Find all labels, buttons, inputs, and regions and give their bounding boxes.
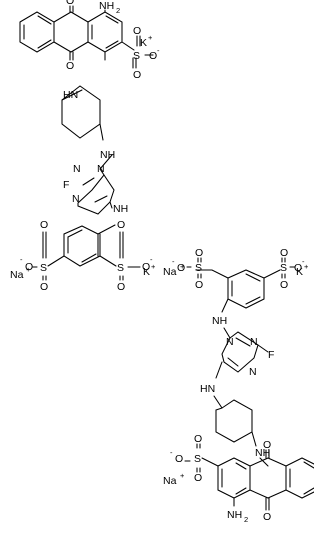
counterion-potassium: K: [143, 266, 150, 278]
atom-label-oxygen: O: [195, 247, 203, 259]
atom-label-sulfur: S: [194, 453, 201, 465]
counterion-sodium: Na: [10, 269, 24, 281]
atom-label-nitrogen: N: [226, 336, 234, 348]
upper-triazine: [77, 154, 115, 215]
atom-label-nh: NH: [255, 447, 270, 459]
lower-anthraquinone: [184, 443, 314, 511]
atom-label-nh: NH: [212, 315, 227, 327]
atom-label-oxygen: O: [280, 247, 288, 259]
atom-label-fluorine: F: [63, 179, 69, 191]
atom-label-oxide: O: [175, 453, 183, 465]
atom-label-oxygen: O: [263, 439, 271, 451]
atom-label-nitrogen: N: [249, 366, 257, 378]
lower-triazine: [215, 327, 269, 379]
charge-plus: +: [180, 471, 185, 480]
atom-label-oxygen: O: [133, 25, 141, 37]
atom-label-oxygen: O: [66, 60, 74, 72]
charge-minus: -: [157, 46, 160, 55]
charge-minus: -: [172, 257, 175, 266]
atom-labels-lower: K + O S O O - O S O O - NH N N N F HN NH…: [163, 247, 309, 524]
atom-label-oxygen: O: [40, 281, 48, 293]
atom-label-oxygen: O: [280, 279, 288, 291]
atom-label-nitrogen: N: [97, 163, 105, 175]
charge-plus: +: [180, 262, 185, 271]
atom-label-oxygen: O: [117, 219, 125, 231]
atom-label-oxygen: O: [117, 281, 125, 293]
atom-label-oxygen: O: [263, 511, 271, 523]
charge-plus: +: [151, 262, 156, 271]
upper-anthraquinone: [19, 5, 154, 69]
atom-label-oxygen: O: [194, 433, 202, 445]
atom-label-oxygen: O: [40, 219, 48, 231]
atom-label-sulfur: S: [40, 262, 47, 274]
upper-benzenedisulfonate: [32, 224, 141, 281]
charge-minus: -: [150, 255, 153, 264]
atom-label-oxygen: O: [195, 279, 203, 291]
atom-label-oxide: O: [149, 50, 157, 62]
atom-labels-upper: O O NH 2 O S O O - K + HN NH N N N F NH …: [10, 0, 185, 293]
atom-label-nh: NH: [113, 203, 128, 215]
atom-label-nitrogen: N: [72, 193, 80, 205]
atom-label-oxygen: O: [66, 0, 74, 7]
atom-label-nitrogen: N: [73, 163, 81, 175]
upper-cyclohexane-linker: [61, 85, 104, 141]
atom-label-oxide: O: [177, 262, 185, 274]
counterion-potassium: K: [140, 37, 147, 49]
charge-minus: -: [20, 255, 23, 264]
atom-label-oxide: O: [294, 262, 302, 274]
atom-label-hn: HN: [63, 89, 78, 101]
counterion-sodium: Na: [163, 266, 177, 278]
atom-label-nh: NH: [100, 149, 115, 161]
counterion-sodium: Na: [163, 475, 177, 487]
atom-label-sulfur: S: [117, 262, 124, 274]
atom-label-oxygen: O: [194, 472, 202, 484]
atom-label-oxygen: O: [133, 69, 141, 81]
charge-plus: +: [26, 265, 31, 274]
charge-plus: +: [148, 33, 153, 42]
atom-label-amino-subscript: 2: [244, 515, 248, 524]
counterion-potassium: K: [296, 266, 303, 278]
atom-label-sulfur: S: [280, 262, 287, 274]
atom-label-sulfur: S: [195, 262, 202, 274]
atom-label-hn: HN: [200, 383, 215, 395]
atom-label-sulfur: S: [133, 50, 140, 62]
lower-cyclohexane-linker: [213, 395, 269, 467]
atom-label-oxide: O: [142, 261, 150, 273]
atom-label-amino: NH: [227, 509, 242, 521]
lower-benzenedisulfonate: [186, 257, 296, 313]
atom-label-oxide: O: [25, 261, 33, 273]
charge-minus: -: [302, 257, 305, 266]
charge-plus: +: [304, 262, 309, 271]
atom-label-fluorine: F: [268, 349, 274, 361]
atom-label-nitrogen: N: [250, 336, 258, 348]
charge-minus: -: [170, 448, 173, 457]
atom-label-amino-subscript: 2: [116, 6, 120, 15]
atom-label-amino: NH: [99, 0, 114, 12]
